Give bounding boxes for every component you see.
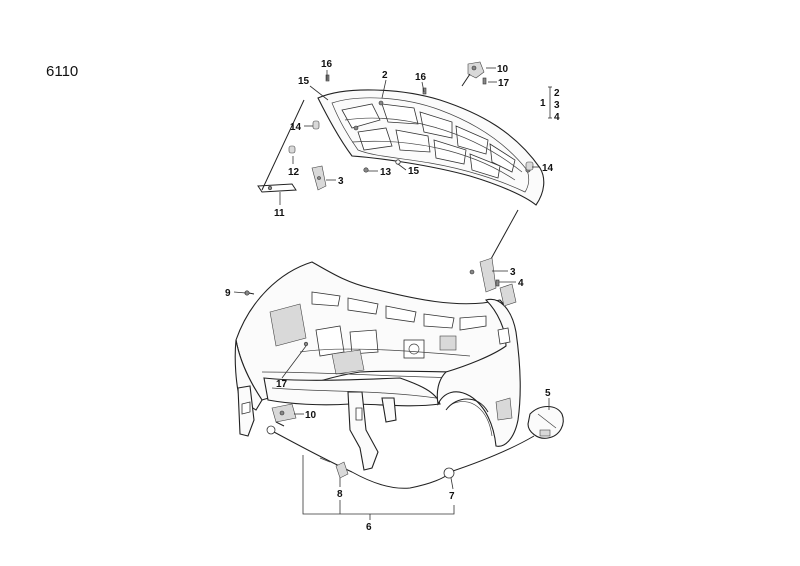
bolt-part-9 [244,290,255,296]
callout-11: 11 [274,208,285,219]
callout-12: 12 [288,167,300,178]
hood-panel [317,89,545,206]
hood-bracket-upper [311,165,327,191]
callout-16-upper-mid: 16 [415,72,427,83]
page-code: 6110 [46,63,78,80]
clip-part-15 [395,159,401,165]
callout-15-lower: 15 [408,166,420,177]
callout-group-child-1: 2 [554,88,560,99]
callout-10-lower: 10 [305,410,317,421]
callout-17-lower: 17 [276,379,288,390]
callout-14-right: 14 [542,163,554,174]
release-cable [266,425,535,489]
release-handle [527,405,564,439]
callout-2: 2 [382,70,388,81]
callout-17-upper: 17 [498,78,510,89]
hood-latch-lower [271,403,297,427]
callout-6: 6 [366,522,372,533]
callout-15-upper: 15 [298,76,310,87]
clip-part-13 [363,167,369,173]
callout-3-upper: 3 [338,176,344,187]
callout-group-parent: 1 [540,98,546,109]
callout-4: 4 [518,278,524,289]
leader-lines [233,67,550,520]
front-body-structure [234,261,521,471]
callout-8: 8 [337,489,343,500]
callout-3-lower: 3 [510,267,516,278]
callout-group-child-2: 3 [554,100,560,111]
callout-7: 7 [449,491,455,502]
hood-prop-rod [257,99,305,193]
callout-9: 9 [225,288,231,299]
callout-13: 13 [380,167,392,178]
hood-hinge-top [461,61,487,87]
callout-5: 5 [545,388,551,399]
callout-16-upper-left: 16 [321,59,333,70]
callout-10-upper: 10 [497,64,509,75]
clip-part-16b [422,87,427,95]
callout-group-child-3: 4 [554,112,560,123]
hood-strut-bracket [469,257,500,293]
callout-14-left: 14 [290,122,302,133]
clip-part-17b [303,341,309,347]
hood-bumper-right [525,161,534,171]
group-bracket [548,86,552,119]
clip-part-16a [325,74,330,82]
hood-bumper-left [288,120,320,154]
